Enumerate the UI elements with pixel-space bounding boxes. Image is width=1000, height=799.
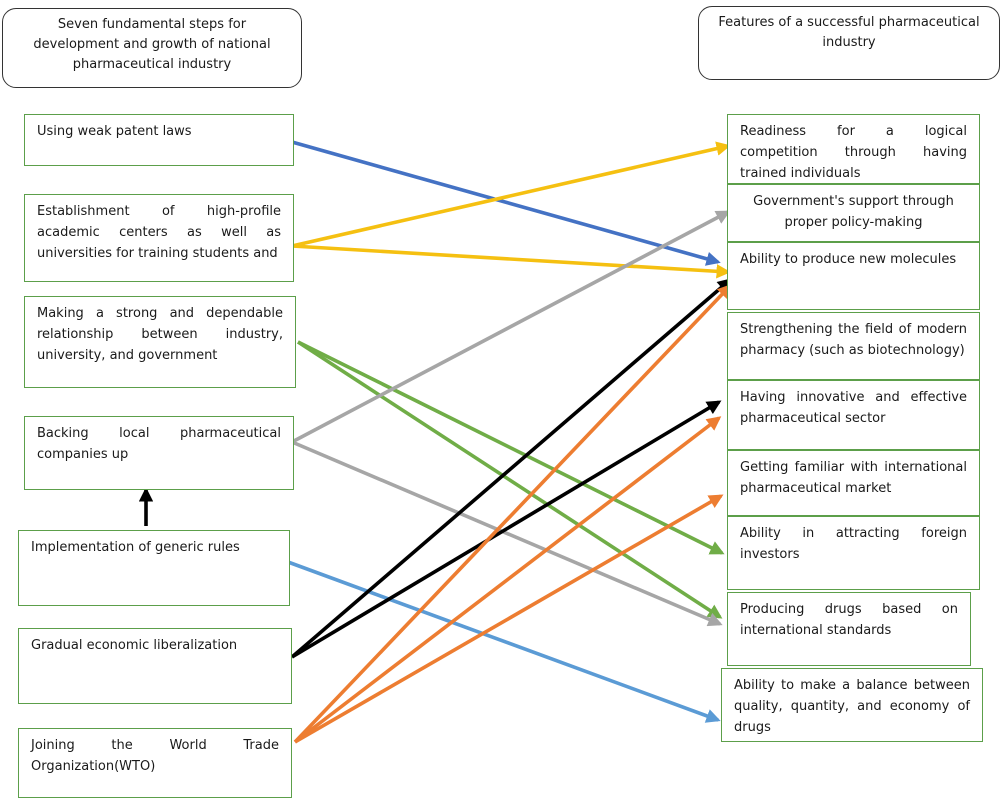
- step-academic-centers: Establishment of high-profile academic c…: [24, 194, 294, 282]
- step-backing-local-companies: Backing local pharmaceutical companies u…: [24, 416, 294, 490]
- feature-foreign-investors: Ability in attracting foreign investors: [727, 516, 980, 590]
- feature-new-molecules: Ability to produce new molecules: [727, 242, 980, 310]
- step-weak-patent-laws: Using weak patent laws: [24, 114, 294, 166]
- connector-arrow-black: [291, 400, 722, 659]
- connector-arrow-yellow: [291, 244, 731, 279]
- step-economic-liberalization: Gradual economic liberalization: [18, 628, 292, 704]
- right-column-header: Features of a successful pharmaceutical …: [698, 6, 1000, 80]
- step-industry-university-government: Making a strong and dependable relations…: [24, 296, 296, 388]
- connector-arrow-green: [297, 340, 723, 619]
- feature-logical-competition: Readiness for a logical competition thro…: [727, 114, 980, 184]
- connector-arrow-black: [290, 278, 733, 659]
- feature-international-standards: Producing drugs based on international s…: [727, 592, 971, 666]
- connector-arrow-green: [297, 340, 725, 555]
- connector-arrow-light_blue: [287, 560, 721, 723]
- connector-arrow-orange: [294, 494, 724, 744]
- connector-arrow-yellow: [291, 141, 731, 248]
- feature-quality-quantity-economy: Ability to make a balance between qualit…: [721, 668, 983, 742]
- connector-arrow-grey: [291, 440, 723, 627]
- feature-innovative-sector: Having innovative and effective pharmace…: [727, 380, 980, 450]
- step-join-wto: Joining the World Trade Organization(WTO…: [18, 728, 292, 798]
- left-column-header: Seven fundamental steps for development …: [2, 8, 302, 88]
- connector-arrow-blue: [291, 140, 721, 266]
- feature-government-support: Government's support through proper poli…: [727, 184, 980, 242]
- feature-modern-pharmacy: Strengthening the field of modern pharma…: [727, 312, 980, 380]
- connector-arrow-grey: [291, 210, 731, 444]
- connector-arrow-orange: [293, 416, 722, 744]
- feature-international-market: Getting familiar with international phar…: [727, 450, 980, 516]
- step-generic-rules: Implementation of generic rules: [18, 530, 290, 606]
- connector-arrow-orange: [293, 283, 732, 744]
